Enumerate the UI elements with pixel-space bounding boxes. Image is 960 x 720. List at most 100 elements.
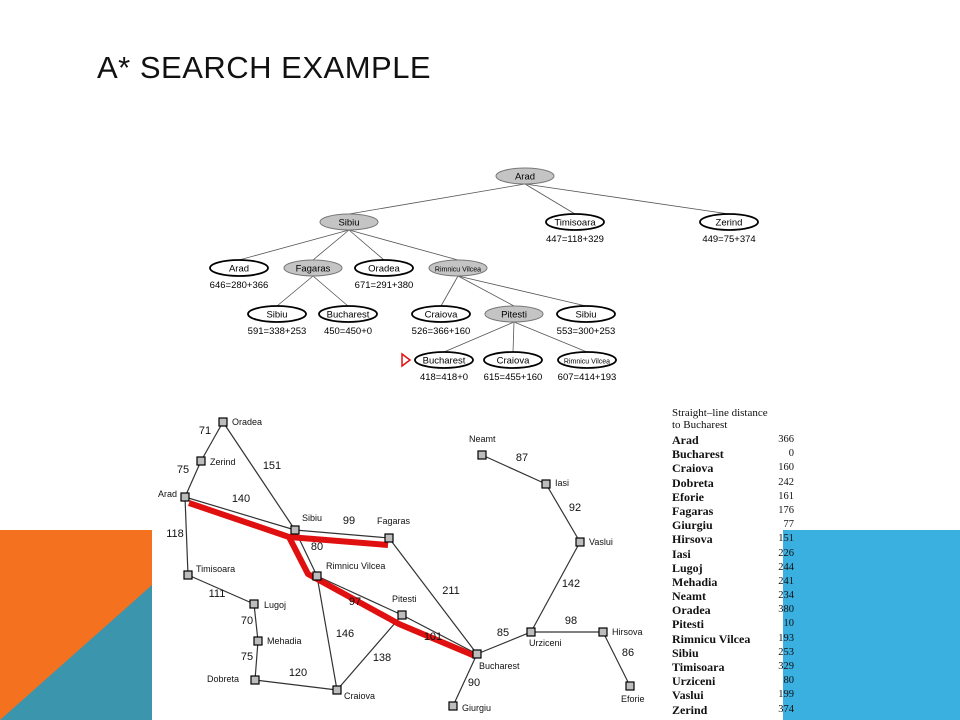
city-rv: Rimnicu Vilcea: [312, 561, 385, 581]
tree-node-ellipse: [414, 351, 474, 369]
city-marker-icon: [598, 627, 608, 637]
tree-edge-sibiu1-fagaras2: [312, 229, 350, 261]
city-marker-icon: [218, 417, 228, 427]
legend-distance: 199: [778, 689, 794, 701]
city-label: Hirsova: [612, 627, 643, 637]
legend-city: Sibiu: [672, 645, 699, 660]
road-distance-iasi-neamt: 87: [516, 452, 528, 464]
tree-node-ellipse: [247, 305, 307, 323]
legend-city: Iasi: [672, 546, 691, 561]
legend-distance: 193: [778, 632, 794, 644]
city-marker-icon: [526, 627, 536, 637]
city-marker-icon: [183, 570, 193, 580]
tree-node-label: Sibiu: [338, 218, 359, 229]
city-label: Iasi: [555, 478, 569, 488]
tree-node-score: 607=414+193: [558, 372, 617, 383]
tree-node-score: 671=291+380: [355, 280, 414, 291]
legend-distance: 161: [778, 490, 794, 502]
legend-city: Dobreta: [672, 475, 714, 490]
road-distance-oradea-zerind: 71: [199, 425, 211, 437]
tree-edge-rv2-sibiu3b: [457, 275, 587, 307]
legend-row: Neamt 234: [672, 589, 794, 603]
tree-node-score: 646=280+366: [210, 280, 269, 291]
legend-distance: 0: [788, 448, 794, 460]
tree-node-ellipse: [495, 167, 555, 185]
legend-city: Mehadia: [672, 574, 718, 589]
road-oradea-sibiu: [222, 421, 296, 531]
current-node-marker-icon: [401, 352, 412, 368]
legend-city: Eforie: [672, 489, 704, 504]
map-roads: [184, 421, 631, 707]
legend-city: Oradea: [672, 603, 711, 618]
legend-city: Zerind: [672, 702, 708, 717]
city-label: Sibiu: [302, 513, 322, 523]
road-mehadia-dobreta: [254, 640, 259, 681]
road-fagaras-bucharest: [388, 537, 478, 655]
city-marker-icon: [312, 571, 322, 581]
city-arad: Arad: [158, 489, 190, 502]
city-marker-icon: [250, 675, 260, 685]
legend-distance: 329: [778, 661, 794, 672]
tree-edge-sibiu1-arad2: [238, 229, 350, 261]
tree-edge-pitesti3-bucharest4: [443, 321, 515, 353]
solution-path-segment-1: [288, 534, 389, 548]
city-marker-icon: [180, 492, 190, 502]
city-iasi: Iasi: [541, 478, 569, 489]
city-oradea: Oradea: [218, 417, 262, 427]
road-hirsova-eforie: [602, 631, 631, 687]
tree-edge-fagaras2-sibiu3: [276, 275, 314, 307]
road-distance-pitesti-bucharest: 101: [424, 631, 442, 643]
city-label: Dobreta: [207, 674, 239, 684]
legend-row: Eforie 161: [672, 490, 794, 504]
road-rv-craiova: [316, 575, 338, 691]
road-distance-zerind-arad: 75: [177, 464, 189, 476]
legend-city: Urziceni: [672, 674, 716, 689]
city-hirsova: Hirsova: [598, 627, 643, 637]
tree-node-label: Bucharest: [423, 356, 466, 367]
road-distance-timisoara-lugoj: 111: [209, 588, 226, 600]
city-eforie: Eforie: [621, 681, 645, 704]
legend-city: Neamt: [672, 589, 706, 604]
city-label: Rimnicu Vilcea: [326, 561, 385, 571]
legend-city: Hirsova: [672, 532, 713, 547]
tree-node-ellipse: [209, 259, 269, 277]
city-marker-icon: [332, 685, 342, 695]
road-distance-sibiu-rv: 80: [311, 541, 323, 553]
legend-distance: 234: [778, 590, 794, 602]
blue-corner-block: [783, 530, 960, 720]
tree-node-label: Pitesti: [501, 310, 527, 321]
legend-title-line1: Straight–line distance: [672, 407, 768, 419]
city-urziceni: Urziceni: [526, 627, 562, 648]
city-label: Vaslui: [589, 537, 613, 547]
tree-node-ellipse: [318, 305, 378, 323]
city-dobreta: Dobreta: [207, 674, 260, 685]
road-distance-craiova-pitesti: 138: [373, 652, 391, 664]
city-marker-icon: [290, 525, 300, 535]
tree-node-ellipse: [484, 305, 544, 323]
city-craiova: Craiova: [332, 685, 375, 701]
tree-edge-pitesti3-rv4: [513, 321, 588, 353]
road-distance-dobreta-craiova: 120: [289, 667, 307, 679]
tree-node-label: Sibiu: [575, 310, 596, 321]
city-marker-icon: [448, 701, 458, 711]
road-distance-lugoj-mehadia: 70: [241, 615, 253, 627]
tree-node-arad0: Arad: [495, 167, 555, 185]
legend-distance: 241: [778, 575, 794, 587]
city-marker-icon: [384, 533, 394, 543]
